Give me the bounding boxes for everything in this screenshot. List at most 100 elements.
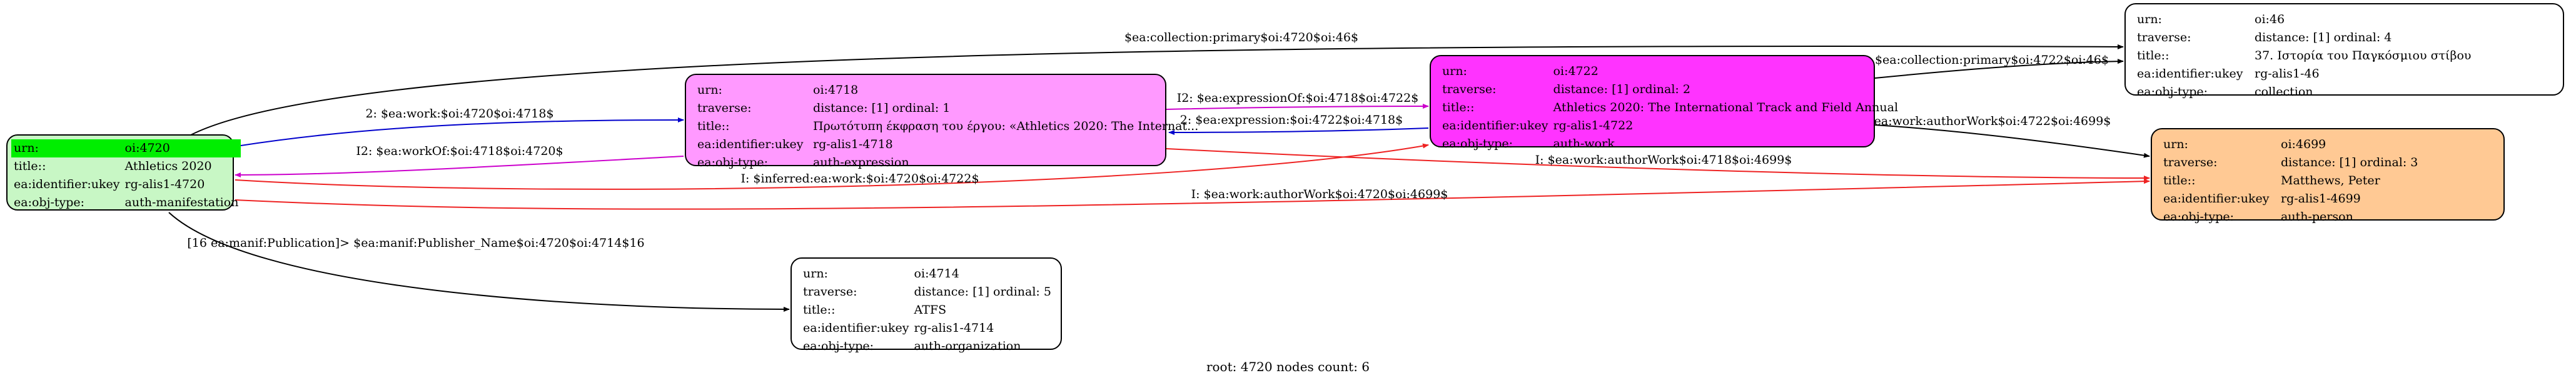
node-row: urn:oi:4699 xyxy=(2161,136,2420,154)
node-row-key: ea:identifier:ukey xyxy=(2163,192,2270,206)
node-row: urn: oi:4718 xyxy=(695,81,1156,99)
edge-4720-46-line xyxy=(178,44,2124,143)
node-row-value: Matthews, Peter xyxy=(2281,174,2380,187)
node-row-key: urn: xyxy=(697,83,722,97)
node-row-key: ea:obj-type: xyxy=(2163,210,2235,224)
node-row-key: traverse: xyxy=(1442,82,1497,96)
node-row-key: urn: xyxy=(11,139,123,157)
node-row: ea:identifier:ukey rg-alis1-4714 xyxy=(801,319,1054,337)
edge-4720-4714-label: [16 ea:manif:Publication]> $ea:manif:Pub… xyxy=(187,236,644,250)
node-row-key: ea:identifier:ukey xyxy=(14,177,120,191)
node-row-key: title:: xyxy=(1442,101,1475,114)
node-row: ea:obj-type: collection xyxy=(2134,83,2473,101)
node-row-value: oi:46 xyxy=(2255,12,2285,26)
edge-4720-4722-line xyxy=(235,143,1429,190)
node-row-value: auth-person xyxy=(2281,210,2353,224)
node-row: ea:obj-type:auth-expression xyxy=(695,154,1156,172)
node-4718[interactable]: urn: oi:4718 traverse: distance: [1] ordin… xyxy=(685,74,1199,169)
node-4722[interactable]: urn: oi:4722 traverse: distance: [1] ordin… xyxy=(1430,55,1898,151)
node-row-value: ATFS xyxy=(914,303,947,317)
node-row: traverse: distance: [1] ordinal: 1 xyxy=(695,99,1156,117)
node-row-value: oi:4720 xyxy=(122,139,241,157)
node-row-value: distance: [1] ordinal: 1 xyxy=(813,101,951,115)
graph-footer: root: 4720 nodes count: 6 xyxy=(1206,359,1370,374)
node-row-key: title:: xyxy=(2163,174,2196,187)
edge-4720-4718-label: 2: $ea:work:$oi:4720$oi:4718$ xyxy=(365,107,553,121)
node-4699[interactable]: urn:oi:4699 traverse:distance: [1] ordin… xyxy=(2151,128,2505,224)
edge-4720-4722-label: I: $inferred:ea:work:$oi:4720$oi:4722$ xyxy=(740,172,979,186)
node-row: urn: oi:4720 xyxy=(11,139,241,157)
node-row-value: auth-organization xyxy=(914,339,1021,353)
node-4714[interactable]: urn: oi:4714 traverse: distance: [1] ordin… xyxy=(790,257,1062,353)
node-row: ea:obj-type: auth-organization xyxy=(801,337,1054,356)
edge-4722-4699-line xyxy=(1874,124,2150,158)
node-row-key: title:: xyxy=(2137,49,2169,62)
edge-4718-4720-line xyxy=(235,156,684,177)
node-row-value: oi:4714 xyxy=(914,267,959,281)
node-row-value: auth-work xyxy=(1553,137,1615,151)
node-row-value: oi:4722 xyxy=(1553,64,1599,78)
node-row: title:: Athletics 2020 xyxy=(11,157,241,176)
node-row-key: title:: xyxy=(697,119,730,133)
edge-4720-46-label: $ea:collection:primary$oi:4720$oi:46$ xyxy=(1124,31,1358,44)
node-row: title::Πρωτότυπη έκφραση του έργου: «Ath… xyxy=(695,117,1199,136)
node-row: traverse: distance: [1] ordinal: 4 xyxy=(2134,29,2473,47)
node-row: ea:obj-type: auth-person xyxy=(2161,208,2420,226)
node-row-key: ea:identifier:ukey xyxy=(803,321,909,335)
edge-4720-4714-line xyxy=(168,212,790,312)
node-row-value: oi:4718 xyxy=(813,83,859,97)
node-row-value: rg-alis1-46 xyxy=(2255,67,2320,81)
edge-4718-4722-line xyxy=(1166,104,1429,110)
node-row-value: collection xyxy=(2255,85,2313,99)
edge-4722-4718-label: 2: $ea:expression:$oi:4722$oi:4718$ xyxy=(1180,113,1403,127)
node-row-key: traverse: xyxy=(2137,31,2191,44)
node-row-key: traverse: xyxy=(803,285,857,299)
node-row-key: urn: xyxy=(803,267,828,281)
node-row-key: ea:obj-type: xyxy=(803,339,874,353)
node-46[interactable]: urn:oi:46 traverse: distance: [1] ordinal… xyxy=(2124,3,2564,99)
node-row: title::ATFS xyxy=(801,301,1054,319)
node-4720[interactable]: urn: oi:4720 title:: Athletics 2020 ea:i… xyxy=(6,134,241,211)
node-row-value: Πρωτότυπη έκφραση του έργου: «Athletics … xyxy=(813,119,1199,133)
edge-4720-4699-line xyxy=(235,179,2150,210)
node-row-key: ea:obj-type: xyxy=(14,196,85,209)
node-row: title::Athletics 2020: The International… xyxy=(1440,99,1901,117)
edge-4720-4718-line xyxy=(232,117,684,147)
edge-4722-4718-line xyxy=(1168,127,1429,135)
node-row: ea:identifier:ukey rg-alis1-4720 xyxy=(11,176,241,194)
node-row: traverse: distance: [1] ordinal: 2 xyxy=(1440,81,1901,99)
node-row: title::37. Ιστορία του Παγκόσμιου στίβου xyxy=(2134,47,2473,65)
node-row-key: ea:obj-type: xyxy=(2137,85,2208,99)
edge-4720-4699-label: I: $ea:work:authorWork$oi:4720$oi:4699$ xyxy=(1191,187,1448,201)
node-row-key: ea:obj-type: xyxy=(1442,137,1513,151)
node-row-value: rg-alis1-4718 xyxy=(813,137,893,151)
edge-4722-4699-label: $ea:work:authorWork$oi:4722$oi:4699$ xyxy=(1867,114,2111,128)
node-row-key: traverse: xyxy=(697,101,752,115)
node-row-value: distance: [1] ordinal: 5 xyxy=(914,285,1051,299)
node-row: ea:identifier:ukey rg-alis1-4718 xyxy=(695,136,1156,154)
node-row-value: distance: [1] ordinal: 4 xyxy=(2255,31,2392,44)
node-row-key: ea:identifier:ukey xyxy=(2137,67,2243,81)
node-row-value: distance: [1] ordinal: 2 xyxy=(1553,82,1690,96)
node-row-value: 37. Ιστορία του Παγκόσμιου στίβου xyxy=(2255,49,2472,62)
node-row-key: urn: xyxy=(1442,64,1467,78)
node-row-key: ea:identifier:ukey xyxy=(1442,119,1548,132)
node-row-key: ea:identifier:ukey xyxy=(697,137,804,151)
node-row-value: Athletics 2020 xyxy=(124,159,212,173)
edge-4718-4699-label: I: $ea:work:authorWork$oi:4718$oi:4699$ xyxy=(1535,153,1792,167)
edge-4718-4720-label: I2: $ea:workOf:$oi:4718$oi:4720$ xyxy=(356,144,563,158)
node-row-value: oi:4699 xyxy=(2281,137,2326,151)
node-row: ea:identifier:ukey rg-alis1-46 xyxy=(2134,65,2473,83)
node-row-value: rg-alis1-4714 xyxy=(914,321,994,335)
node-row: urn: oi:4714 xyxy=(801,265,1054,283)
node-row-value: rg-alis1-4720 xyxy=(124,177,205,191)
node-row-key: traverse: xyxy=(2163,156,2218,169)
node-row-value: auth-expression xyxy=(813,156,909,169)
node-row: urn:oi:46 xyxy=(2134,11,2473,29)
node-row: ea:obj-type: auth-work xyxy=(1440,135,1901,153)
node-row-key: title:: xyxy=(803,303,836,317)
